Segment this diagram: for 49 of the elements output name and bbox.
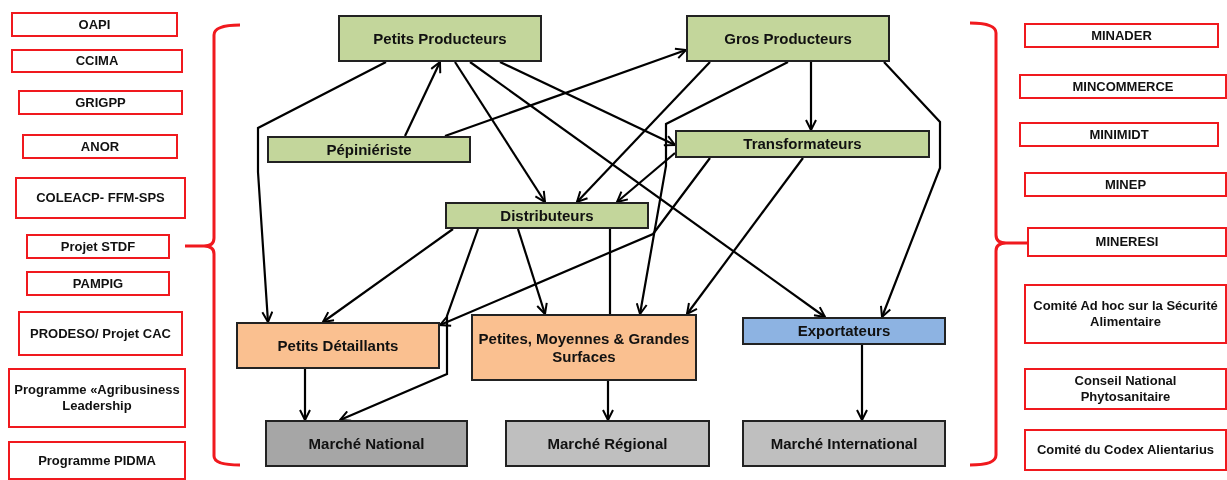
actor-box: Gros Producteurs <box>686 15 890 62</box>
arrow <box>339 228 480 422</box>
arrow <box>686 157 804 315</box>
organization-box: PAMPIG <box>26 271 170 296</box>
organization-box: OAPI <box>11 12 178 37</box>
arrow <box>856 345 868 421</box>
organization-box: CCIMA <box>11 49 183 73</box>
exporter-box: Exportateurs <box>742 317 946 345</box>
organization-box: MINERESI <box>1027 227 1227 257</box>
organization-box: Comité du Codex Alientarius <box>1024 429 1227 471</box>
arrow <box>469 61 826 318</box>
organization-box: GRIGPP <box>18 90 183 115</box>
actor-box: Transformateurs <box>675 130 930 158</box>
market-box: Marché National <box>265 420 468 467</box>
organization-box: COLEACP- FFM-SPS <box>15 177 186 219</box>
organization-box: MINEP <box>1024 172 1227 197</box>
actor-box: Distributeurs <box>445 202 649 229</box>
organization-box: Projet STDF <box>26 234 170 259</box>
arrow <box>879 61 942 318</box>
organization-box: PRODESO/ Projet CAC <box>18 311 183 356</box>
organization-box: MINCOMMERCE <box>1019 74 1227 99</box>
arrow <box>805 62 817 131</box>
organization-box: Programme PIDMA <box>8 441 186 480</box>
organization-box: Comité Ad hoc sur la Sécurité Alimentaire <box>1024 284 1227 344</box>
arrow <box>616 152 676 203</box>
actor-box: Pépiniériste <box>267 136 471 163</box>
arrow <box>635 61 789 315</box>
arrow <box>404 61 442 137</box>
connector-line <box>608 229 612 314</box>
organization-box: ANOR <box>22 134 178 159</box>
arrow <box>256 61 387 323</box>
market-box: Marché International <box>742 420 946 467</box>
organization-box: Conseil National Phytosanitaire <box>1024 368 1227 410</box>
market-box: Marché Régional <box>505 420 710 467</box>
arrow <box>454 61 546 203</box>
arrow <box>444 47 687 138</box>
arrow <box>322 228 454 323</box>
organization-box: MINADER <box>1024 23 1219 48</box>
arrow <box>516 228 548 315</box>
retailer-box: Petits Détaillants <box>236 322 440 369</box>
organization-box: Programme «Agribusiness Leadership <box>8 368 186 428</box>
arrow <box>439 157 711 327</box>
arrow <box>299 369 311 421</box>
arrow <box>602 381 614 421</box>
actor-box: Petits Producteurs <box>338 15 542 62</box>
retailer-box: Petites, Moyennes & Grandes Surfaces <box>471 314 697 381</box>
arrow <box>576 61 711 203</box>
arrow <box>499 61 676 147</box>
organization-box: MINIMIDT <box>1019 122 1219 147</box>
